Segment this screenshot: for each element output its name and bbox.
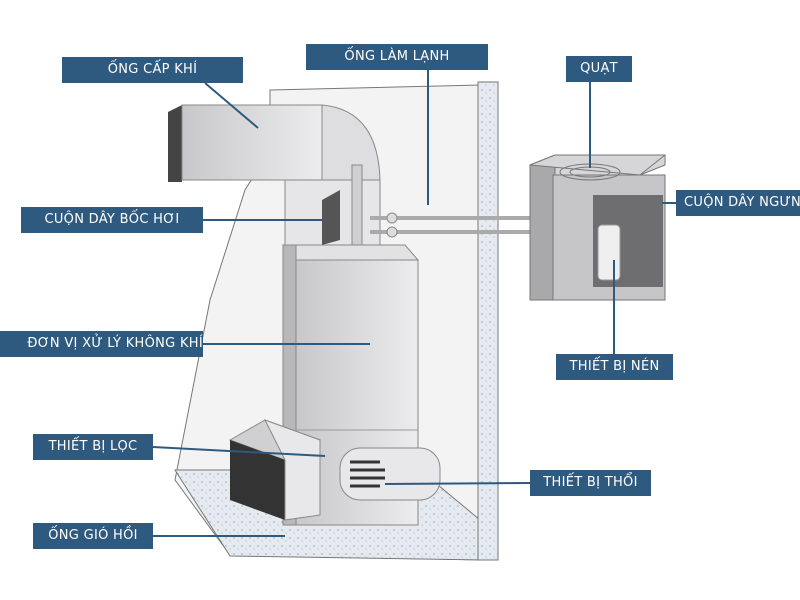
- label-evaporator-coil: CUỘN DÂY BỐC HƠI: [21, 207, 203, 233]
- label-return-duct: ỐNG GIÓ HỒI: [33, 523, 153, 549]
- label-condenser-coil: CUỘN DÂY NGƯNG TỤ: [676, 190, 800, 216]
- exterior-wall: [477, 81, 499, 561]
- label-refrigerant-line: ỐNG LÀM LẠNH: [306, 44, 488, 70]
- blower: [339, 447, 441, 501]
- return-duct: [228, 419, 322, 521]
- label-air-handler: ĐƠN VỊ XỬ LÝ KHÔNG KHÍ: [0, 331, 203, 357]
- label-compressor: THIẾT BỊ NÉN: [556, 354, 673, 380]
- label-filter: THIẾT BỊ LỌC: [33, 434, 153, 460]
- evaporator-coil: [284, 179, 381, 246]
- leader-lines: [152, 69, 676, 537]
- label-supply-duct: ỐNG CẤP KHÍ: [62, 57, 243, 83]
- label-blower: THIẾT BỊ THỔI: [530, 470, 651, 496]
- outdoor-unit: [529, 154, 667, 301]
- refrigerant-lines: [370, 216, 540, 234]
- label-fan: QUẠT: [566, 56, 632, 82]
